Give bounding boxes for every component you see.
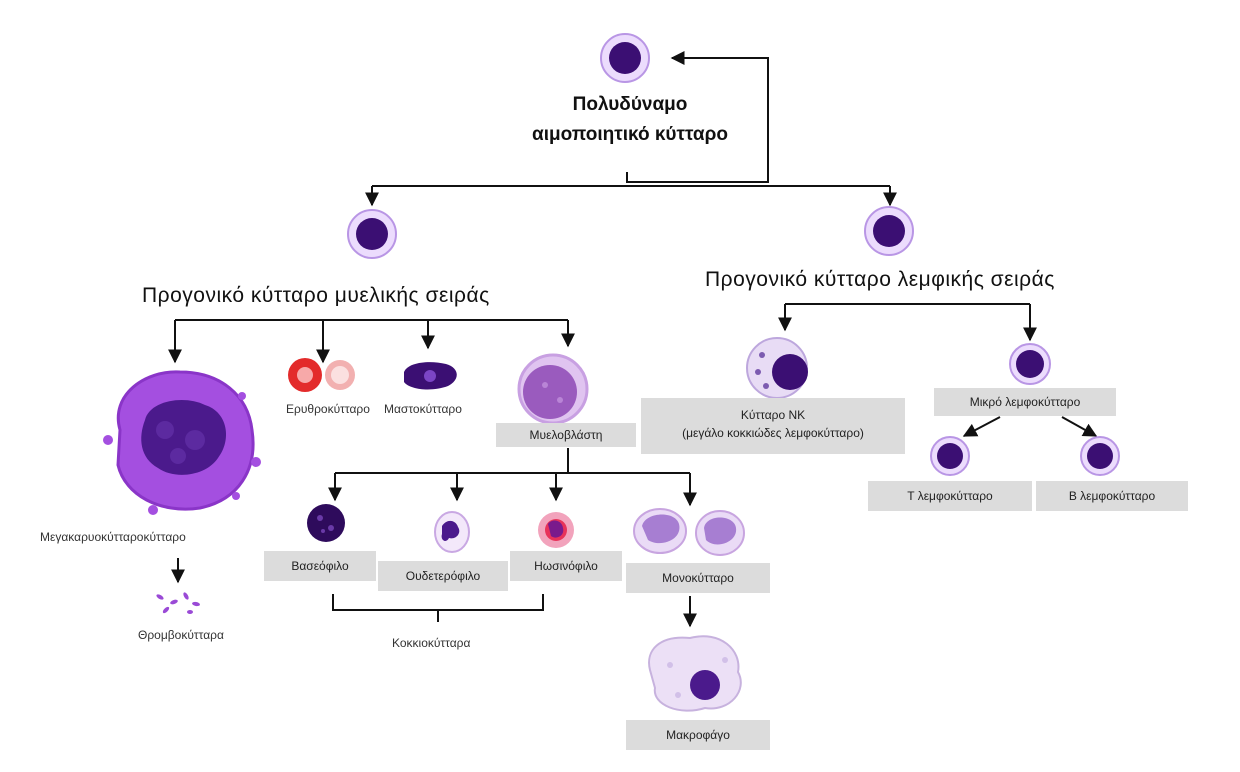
t-lymphocyte-label: Τ λεμφοκύτταρο bbox=[868, 481, 1032, 511]
granulocytes-label: Κοκκιοκύτταρα bbox=[392, 636, 471, 650]
megakaryocyte-label: Μεγακαρυοκύτταροκύτταρο bbox=[40, 530, 186, 544]
self-renewal-arrow bbox=[626, 51, 769, 183]
mast-cell-icon bbox=[404, 362, 457, 390]
platelets-label: Θρομβοκύτταρα bbox=[138, 628, 224, 642]
pluripotent-stem-cell-icon bbox=[600, 33, 650, 83]
lymphoid-progenitor-title: Προγονικό κύτταρο λεμφικής σειράς bbox=[705, 268, 1055, 291]
basophil-label: Βασεόφιλο bbox=[264, 551, 376, 581]
nk-cell-label-line1: Κύτταρο ΝΚ bbox=[740, 408, 806, 422]
monocyte-label: Μονοκύτταρο bbox=[626, 563, 770, 593]
macrophage-icon bbox=[648, 635, 742, 712]
root-label: Πολυδύναμο αιμοποιητικό κύτταρο bbox=[520, 90, 740, 150]
root-label-line1: Πολυδύναμο bbox=[572, 94, 688, 115]
myeloid-progenitor-cell-icon bbox=[347, 209, 397, 259]
macrophage-label: Μακροφάγο bbox=[626, 720, 770, 750]
b-lymphocyte-icon bbox=[1080, 436, 1120, 476]
b-lymphocyte-label: Β λεμφοκύτταρο bbox=[1036, 481, 1188, 511]
neutrophil-label: Ουδετερόφιλο bbox=[378, 561, 508, 591]
myeloblast-label: Μυελοβλάστη bbox=[496, 423, 636, 447]
erythrocyte-label: Ερυθροκύτταρο bbox=[286, 402, 370, 416]
basophil-icon bbox=[307, 504, 345, 542]
arrow-to-b-lymphocyte bbox=[1061, 416, 1098, 437]
arrow-to-t-lymphocyte bbox=[962, 416, 1001, 437]
nk-cell-label: Κύτταρο ΝΚ (μεγάλο κοκκιώδες λεμφοκύτταρ… bbox=[641, 398, 905, 454]
mast-cell-label: Μαστοκύτταρο bbox=[384, 402, 462, 416]
eosinophil-label: Ηωσινόφιλο bbox=[510, 551, 622, 581]
small-lymphocyte-icon bbox=[1009, 343, 1051, 385]
myeloid-progenitor-title: Προγονικό κύτταρο μυελικής σειράς bbox=[142, 284, 490, 307]
nk-cell-label-line2: (μεγάλο κοκκιώδες λεμφοκύτταρο) bbox=[682, 426, 864, 440]
root-label-line2: αιμοποιητικό κύτταρο bbox=[532, 124, 728, 145]
t-lymphocyte-icon bbox=[930, 436, 970, 476]
small-lymphocyte-label: Μικρό λεμφοκύτταρο bbox=[934, 388, 1116, 416]
neutrophil-icon bbox=[434, 511, 470, 553]
lymphoid-progenitor-cell-icon bbox=[864, 206, 914, 256]
myeloblast-icon bbox=[517, 353, 589, 425]
megakaryocyte-icon bbox=[103, 370, 261, 515]
eosinophil-icon bbox=[538, 512, 574, 548]
granulocyte-bracket bbox=[332, 594, 544, 622]
erythrocyte-icon bbox=[288, 358, 355, 392]
platelets-icon bbox=[156, 592, 200, 614]
nk-cell-icon bbox=[746, 337, 808, 399]
monocyte-icon bbox=[633, 508, 745, 556]
connector-lines bbox=[168, 51, 1098, 628]
